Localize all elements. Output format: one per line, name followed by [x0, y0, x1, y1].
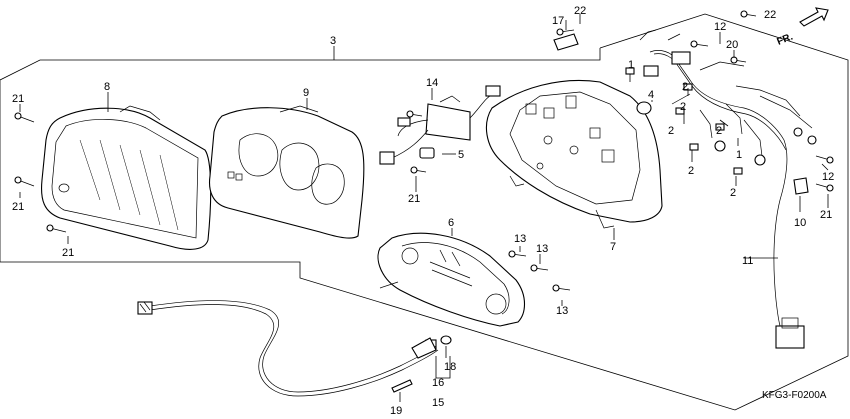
part-8-meter-lens[interactable] [40, 105, 212, 250]
part-6-gauge-unit[interactable] [377, 232, 526, 327]
callout-20[interactable]: 20 [726, 39, 738, 51]
callout-21-c[interactable]: 21 [62, 247, 74, 259]
callout-11[interactable]: 11 [742, 255, 753, 267]
callout-13-a[interactable]: 13 [514, 233, 526, 245]
callout-21-e[interactable]: 21 [820, 209, 832, 221]
part-19-screw[interactable] [391, 379, 413, 393]
callout-21-d[interactable]: 21 [408, 193, 420, 205]
callout-21-b[interactable]: 21 [12, 201, 24, 213]
front-direction-arrow: FR. [776, 7, 829, 48]
front-direction-label: FR. [776, 31, 795, 47]
part-7-meter-case[interactable] [485, 79, 663, 229]
callout-12-a[interactable]: 12 [714, 21, 726, 33]
part-10-clip[interactable] [793, 177, 809, 195]
diagram-code: KFG3-F0200A [762, 390, 827, 401]
assembly-boundary [0, 13, 849, 411]
callout-21-a[interactable]: 21 [12, 93, 24, 105]
callout-2-d[interactable]: 2 [716, 125, 722, 137]
part-15-speedometer-cable[interactable] [137, 300, 439, 397]
callout-17[interactable]: 17 [552, 15, 564, 27]
callout-19[interactable]: 19 [390, 405, 402, 417]
callout-labels: 8 9 3 14 5 6 7 11 10 4 21 21 21 21 21 12… [12, 5, 834, 417]
callout-13-b[interactable]: 13 [536, 243, 548, 255]
part-9-meter-bezel[interactable] [208, 105, 365, 239]
part-17-bracket[interactable] [553, 33, 579, 51]
part-4-socket[interactable] [636, 101, 652, 115]
callout-22-b[interactable]: 22 [764, 9, 776, 21]
callout-15[interactable]: 15 [432, 397, 444, 409]
callout-13-c[interactable]: 13 [556, 305, 568, 317]
part-18-washer[interactable] [440, 335, 452, 345]
leader-lines [19, 14, 829, 402]
callout-5[interactable]: 5 [458, 149, 464, 161]
part-5-grommet[interactable] [419, 147, 435, 159]
part-14-sensor-unit[interactable] [379, 85, 501, 165]
callout-16[interactable]: 16 [432, 377, 444, 389]
bulbs [625, 67, 743, 175]
callout-2-a[interactable]: 2 [682, 81, 688, 93]
callout-2-b[interactable]: 2 [668, 125, 674, 137]
callout-7[interactable]: 7 [610, 241, 616, 253]
callout-4[interactable]: 4 [648, 89, 654, 101]
callout-6[interactable]: 6 [448, 217, 454, 229]
screws [14, 10, 834, 292]
callout-12-b[interactable]: 12 [822, 171, 834, 183]
callout-2-e[interactable]: 2 [730, 187, 736, 199]
callout-2-f[interactable]: 2 [680, 101, 686, 113]
callout-2-c[interactable]: 2 [688, 165, 694, 177]
callout-1-a[interactable]: 1 [628, 59, 634, 71]
callout-10[interactable]: 10 [794, 217, 806, 229]
callout-1-b[interactable]: 1 [736, 149, 742, 161]
callout-9[interactable]: 9 [303, 87, 309, 99]
callout-18[interactable]: 18 [444, 361, 456, 373]
callout-3[interactable]: 3 [330, 35, 336, 47]
callout-14[interactable]: 14 [426, 77, 438, 89]
part-11-wire-harness[interactable] [639, 29, 817, 349]
callout-22-a[interactable]: 22 [574, 5, 586, 17]
callout-8[interactable]: 8 [104, 81, 110, 93]
